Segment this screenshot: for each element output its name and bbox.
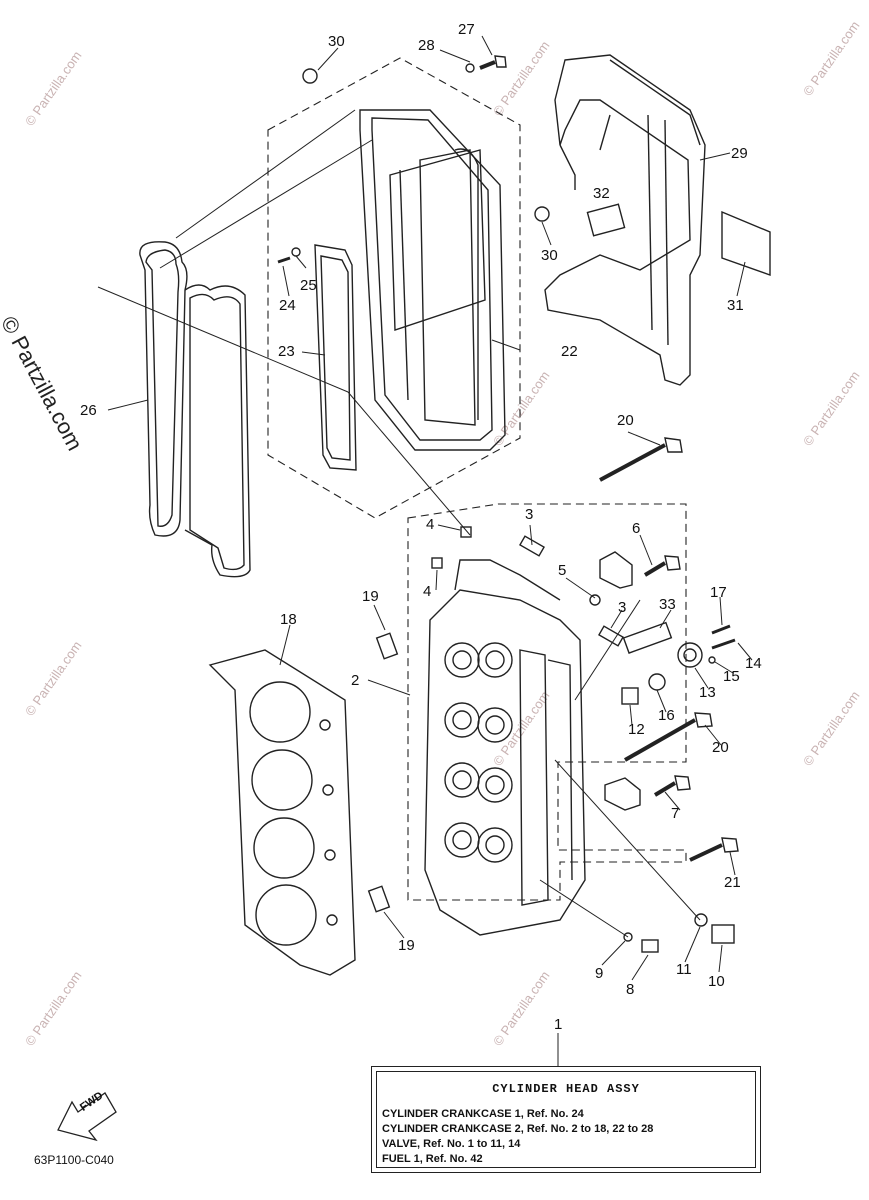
- callout-10: 10: [708, 973, 725, 990]
- washer-part-28: [465, 63, 475, 73]
- legend-line: VALVE, Ref. No. 1 to 11, 14: [382, 1138, 521, 1150]
- callout-19: 19: [362, 588, 379, 605]
- washer-part-25: [291, 247, 301, 257]
- callout-8: 8: [626, 981, 635, 998]
- callout-11: 11: [676, 961, 692, 978]
- bolt-part-7: [653, 775, 691, 797]
- callout-20: 20: [712, 739, 729, 756]
- callout-24: 24: [279, 297, 296, 314]
- plug-part-5: [589, 594, 601, 606]
- bracket-part-7: [604, 777, 641, 811]
- plug-part-10: [711, 924, 735, 944]
- gasket-part-26: [139, 241, 251, 578]
- legend-line: FUEL 1, Ref. No. 42: [382, 1153, 483, 1165]
- cylinder-head-part-2: [424, 559, 586, 936]
- callout-28: 28: [418, 37, 435, 54]
- dashed-group-outline: [407, 503, 687, 901]
- callout-26: 26: [80, 402, 97, 419]
- callout-30: 30: [541, 247, 558, 264]
- fwd-arrow-icon: [57, 1092, 117, 1142]
- collar-part-4: [460, 526, 472, 538]
- label-sticker-32: [586, 203, 626, 237]
- callout-21: 21: [724, 874, 741, 891]
- callout-6: 6: [632, 520, 641, 537]
- bracket-part-6: [599, 551, 633, 589]
- washer-part-15: [708, 656, 716, 664]
- callout-30: 30: [328, 33, 345, 50]
- pin-part-3: [519, 535, 545, 557]
- bolt-part-20b: [624, 712, 713, 762]
- callout-22: 22: [561, 343, 578, 360]
- callout-14: 14: [745, 655, 762, 672]
- diagram-code: 63P1100-C040: [34, 1153, 114, 1167]
- legend-box: CYLINDER HEAD ASSY CYLINDER CRANKCASE 1,…: [371, 1066, 761, 1173]
- callout-29: 29: [731, 145, 748, 162]
- callout-32: 32: [593, 185, 610, 202]
- exhaust-cover-part-22: [359, 109, 506, 451]
- bolt-part-27: [479, 55, 507, 70]
- callout-27: 27: [458, 21, 475, 38]
- housing-part-29: [544, 54, 706, 386]
- callout-13: 13: [699, 684, 716, 701]
- callout-20: 20: [617, 412, 634, 429]
- callout-3: 3: [525, 506, 534, 523]
- cover-part-23: [314, 244, 357, 471]
- legend-title: CYLINDER HEAD ASSY: [492, 1082, 640, 1096]
- screw-part-24: [277, 256, 291, 264]
- bolt-part-8: [641, 939, 659, 953]
- callout-31: 31: [727, 297, 744, 314]
- callout-1: 1: [554, 1016, 563, 1033]
- plug-part-30b: [534, 206, 550, 222]
- ring-part-16: [648, 673, 666, 691]
- callout-4: 4: [423, 583, 432, 600]
- callout-33: 33: [659, 596, 676, 613]
- dashed-group-outline: [267, 57, 521, 519]
- callout-2: 2: [351, 672, 360, 689]
- cap-part-12: [621, 687, 639, 705]
- dowel-part-19: [375, 632, 399, 660]
- head-gasket-part-18: [208, 649, 356, 976]
- callout-25: 25: [300, 277, 317, 294]
- plate-part-31: [721, 210, 771, 276]
- pin-part-3b: [598, 625, 624, 647]
- washer-part-9: [623, 932, 633, 942]
- callout-3: 3: [618, 599, 627, 616]
- callout-19: 19: [398, 937, 415, 954]
- callout-9: 9: [595, 965, 604, 982]
- dowel-part-19b: [367, 885, 391, 913]
- callout-12: 12: [628, 721, 645, 738]
- sensor-part-33: [622, 621, 673, 654]
- plug-part-30: [302, 68, 318, 84]
- bolt-part-20: [599, 437, 683, 482]
- legend-line: CYLINDER CRANKCASE 2, Ref. No. 2 to 18, …: [382, 1123, 654, 1135]
- callout-7: 7: [671, 805, 680, 822]
- collar-part-4b: [431, 557, 443, 569]
- callout-23: 23: [278, 343, 295, 360]
- sensor-part-13: [677, 642, 703, 668]
- callout-5: 5: [558, 562, 567, 579]
- screw-part-14: [711, 638, 736, 650]
- callout-4: 4: [426, 516, 435, 533]
- legend-line: CYLINDER CRANKCASE 1, Ref. No. 24: [382, 1108, 584, 1120]
- callout-18: 18: [280, 611, 297, 628]
- washer-part-11: [694, 913, 708, 927]
- screw-part-17: [711, 624, 731, 635]
- bolt-part-21: [689, 837, 739, 862]
- callout-17: 17: [710, 584, 727, 601]
- bolt-part-6: [643, 555, 681, 577]
- legend-inner-border: CYLINDER HEAD ASSY CYLINDER CRANKCASE 1,…: [376, 1071, 756, 1168]
- callout-16: 16: [658, 707, 675, 724]
- callout-15: 15: [723, 668, 740, 685]
